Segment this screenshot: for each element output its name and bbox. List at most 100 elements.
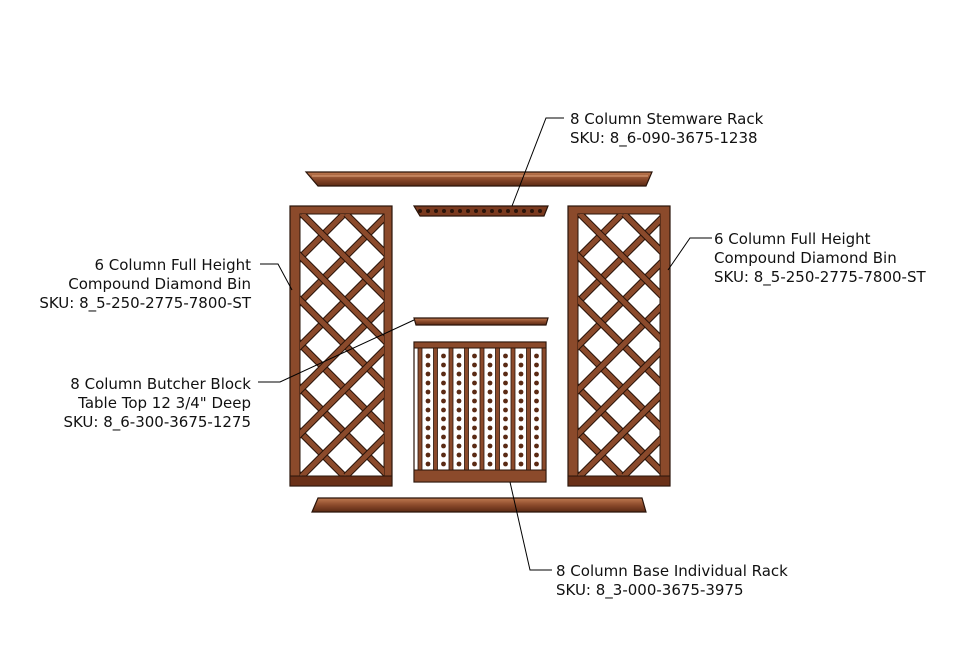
bottle-peg: [425, 452, 431, 458]
bottle-peg: [534, 380, 539, 386]
bottle-peg: [534, 398, 539, 404]
stemware-slot: [450, 209, 454, 213]
right-bin-sku: SKU: 8_5-250-2775-7800-ST: [714, 268, 926, 286]
rack-upright: [448, 347, 454, 471]
bottle-peg: [503, 416, 508, 422]
bottle-peg: [472, 362, 477, 368]
table-top-label: 8 Column Butcher Block Table Top 12 3/4"…: [63, 375, 251, 432]
bottle-peg: [487, 398, 493, 404]
stemware-slot: [426, 209, 430, 213]
bottle-peg: [518, 398, 524, 404]
stemware-slot: [482, 209, 486, 213]
bottle-peg: [487, 407, 493, 413]
stemware-slot: [458, 209, 462, 213]
bottle-peg: [534, 416, 539, 422]
bottle-peg: [472, 443, 477, 449]
bottle-peg: [503, 425, 508, 431]
rack-upright: [526, 347, 531, 471]
bottle-peg: [441, 362, 446, 368]
lattice-slat: [578, 260, 660, 350]
bottle-peg: [503, 407, 508, 413]
bottle-peg: [534, 461, 539, 467]
bottle-peg: [441, 380, 446, 386]
rack-upright: [417, 347, 423, 471]
bottle-peg: [441, 398, 446, 404]
bottle-peg: [518, 461, 524, 467]
bottle-peg: [518, 434, 524, 440]
bottle-peg: [472, 353, 477, 359]
bottle-peg: [503, 380, 508, 386]
bottle-peg: [487, 353, 493, 359]
bottle-peg: [456, 434, 462, 440]
stemware-slot: [506, 209, 510, 213]
bottle-peg: [503, 461, 508, 467]
stemware-sku: SKU: 8_6-090-3675-1238: [570, 129, 758, 147]
bottle-peg: [425, 380, 431, 386]
bottle-peg: [487, 389, 493, 395]
stemware-slot: [474, 209, 478, 213]
rack-upright: [433, 347, 438, 471]
left-bin-name-line2: Compound Diamond Bin: [68, 275, 251, 293]
bottle-peg: [503, 452, 508, 458]
right-bin-name-line2: Compound Diamond Bin: [714, 249, 897, 267]
base-rack-label: 8 Column Base Individual Rack SKU: 8_3-0…: [556, 562, 788, 600]
bottle-peg: [534, 434, 539, 440]
lattice-slat: [300, 390, 384, 476]
left-diamond-bin: [289, 205, 393, 487]
bottle-peg: [456, 389, 462, 395]
lattice-slat: [300, 258, 384, 350]
bottle-peg: [472, 407, 477, 413]
bottle-peg: [441, 416, 446, 422]
bottle-peg: [472, 461, 477, 467]
bottle-peg: [487, 452, 493, 458]
bottle-peg: [487, 380, 493, 386]
bottle-peg: [472, 452, 477, 458]
bottle-peg: [456, 371, 462, 377]
bottle-peg: [534, 371, 539, 377]
bottle-peg: [487, 443, 493, 449]
stemware-slot: [514, 209, 518, 213]
bottle-peg: [503, 362, 508, 368]
base-individual-rack: [413, 341, 547, 483]
stemware-name: 8 Column Stemware Rack: [570, 110, 764, 128]
bottle-peg: [534, 362, 539, 368]
bottle-peg: [534, 443, 539, 449]
bottle-peg: [441, 407, 446, 413]
stemware-rack: [412, 205, 549, 217]
bottle-peg: [487, 461, 493, 467]
lattice-slat: [578, 304, 660, 394]
bottle-peg: [441, 443, 446, 449]
bottle-peg: [441, 452, 446, 458]
lattice-slat: [300, 471, 303, 476]
lattice-slat: [578, 252, 660, 342]
bottle-peg: [518, 353, 524, 359]
stemware-slot: [498, 209, 502, 213]
bottle-peg: [441, 434, 446, 440]
bottle-peg: [441, 425, 446, 431]
base-rack-sku: SKU: 8_3-000-3675-3975: [556, 581, 744, 599]
bottle-peg: [487, 425, 493, 431]
bottle-peg: [472, 398, 477, 404]
bottle-peg: [503, 434, 508, 440]
rack-upright: [541, 347, 547, 471]
table-top-name-line2: Table Top 12 3/4" Deep: [78, 394, 251, 412]
bottle-peg: [456, 362, 462, 368]
bottle-peg: [425, 353, 431, 359]
lattice-slat: [300, 302, 384, 394]
bottle-peg: [425, 407, 431, 413]
bottle-peg: [472, 380, 477, 386]
bottle-peg: [487, 362, 493, 368]
bottle-peg: [456, 380, 462, 386]
bottle-peg: [441, 353, 446, 359]
stemware-slot: [522, 209, 526, 213]
bottle-peg: [472, 416, 477, 422]
crown-molding: [304, 171, 653, 187]
bottle-peg: [503, 389, 508, 395]
bottle-peg: [487, 416, 493, 422]
rack-upright: [479, 347, 485, 471]
bottle-peg: [456, 461, 462, 467]
bottle-peg: [534, 407, 539, 413]
stemware-slot: [418, 209, 422, 213]
bottle-peg: [534, 353, 539, 359]
